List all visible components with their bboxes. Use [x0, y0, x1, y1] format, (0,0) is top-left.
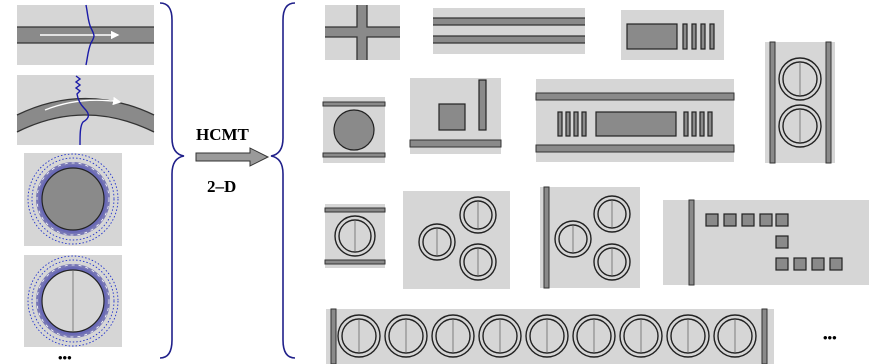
left-brace: [159, 2, 185, 359]
chain-ring: [572, 314, 616, 358]
crossing-panel: [325, 5, 400, 60]
chain-ring: [666, 314, 710, 358]
parallel-waveguides-panel: [433, 8, 585, 54]
three-rings-panel: [403, 191, 510, 289]
dimension-label: 2–D: [207, 177, 236, 196]
method-label: HCMT: [196, 125, 250, 144]
coupled-squares-panel: [663, 199, 869, 286]
chain-ring: [431, 314, 475, 358]
three-rings-with-waveguide-panel: [540, 186, 640, 289]
right-arrow-icon: [195, 147, 270, 167]
ring-mode-panel-filled: [24, 153, 122, 246]
ring-chain-panel: [326, 308, 774, 364]
ring-mode-panel-hollow: [24, 255, 122, 347]
disk-resonator-panel: [322, 97, 386, 163]
grating-coupler-panel: [621, 10, 724, 60]
right-brace: [270, 2, 296, 359]
chain-ring: [478, 314, 522, 358]
ring-between-waveguides-panel: [324, 204, 386, 268]
chain-ring: [337, 314, 381, 358]
chain-ring: [384, 314, 428, 358]
straight-waveguide-mode-panel: [17, 4, 154, 66]
double-ring-vertical-panel: [765, 41, 835, 164]
grating-cavity-panel: [535, 79, 735, 162]
square-cavity-panel: [409, 78, 502, 154]
more-structures-left: •••: [58, 350, 72, 364]
bent-waveguide-mode-panel: [16, 75, 155, 146]
more-structures-right: •••: [823, 330, 837, 345]
chain-ring: [525, 314, 569, 358]
chain-ring: [713, 314, 757, 358]
chain-ring: [619, 314, 663, 358]
